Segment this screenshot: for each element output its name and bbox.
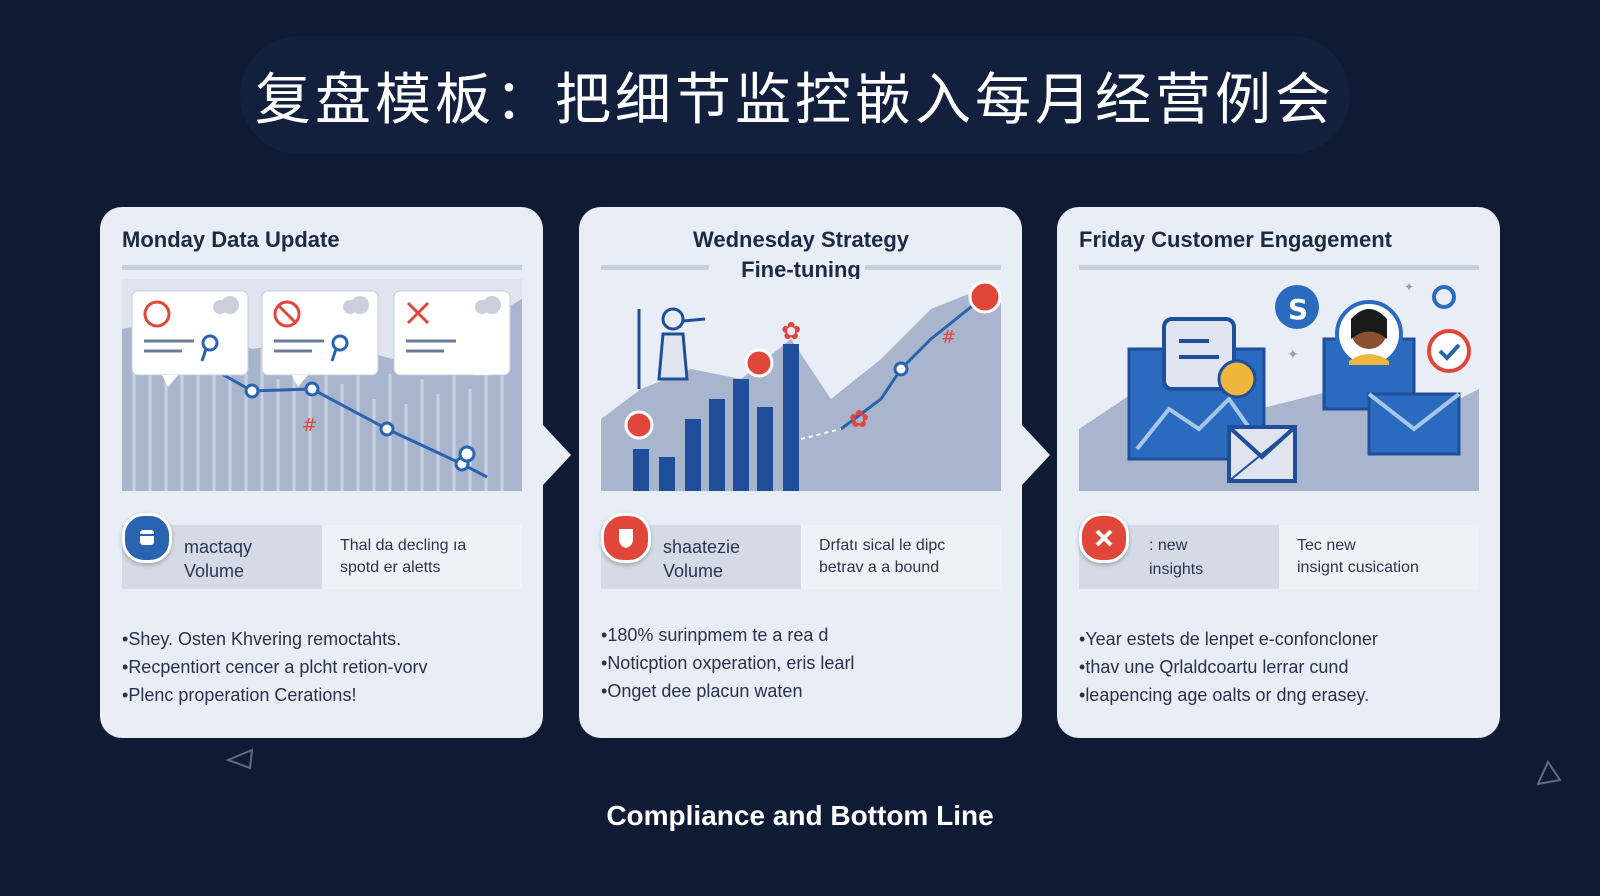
strategy-illustration: ✿ ✿ # (601, 279, 1002, 491)
card-wednesday: Wednesday Strategy Fine-tuning (579, 207, 1022, 738)
title-banner: 复盘模板：把细节监控嵌入每月经营例会 (240, 36, 1350, 154)
page-title: 复盘模板：把细节监控嵌入每月经营例会 (255, 67, 1335, 133)
svg-text:✿: ✿ (781, 317, 801, 345)
metric-row: : new insights Tec new insignt cusicatio… (1079, 513, 1479, 589)
flow-arrow-icon (543, 425, 571, 485)
card-title: Wednesday Strategy Fine-tuning (601, 227, 1001, 283)
metric-desc-cell: Thal da decling ıa spotd er aletts (322, 525, 522, 589)
metric-desc: Tec new (1297, 537, 1356, 554)
metric-desc-2: insignt cusication (1297, 559, 1419, 576)
card-title: Friday Customer Engagement (1079, 227, 1392, 252)
card-title: Monday Data Update (122, 227, 340, 252)
metric-label: : new (1149, 537, 1188, 554)
bullet-list: Year estets de lenpet e-confoncloner tha… (1079, 625, 1484, 709)
metric-desc-2: spotd er aletts (340, 559, 441, 576)
metric-desc-cell: Drfatı sical le dipc betrav a a bound (801, 525, 1001, 589)
header-divider-left (601, 265, 709, 270)
metric-label: mactaqy (184, 537, 253, 557)
bullet-item: leapencing age oalts or dng erasey. (1079, 681, 1484, 709)
metric-label: shaatezie (663, 537, 741, 557)
svg-text:#: # (941, 327, 956, 348)
flow-arrow-icon (1022, 425, 1050, 485)
svg-text:S: S (1288, 293, 1308, 326)
header-divider (122, 265, 522, 270)
bullet-item: 180% surinpmem te a rea d (601, 621, 1006, 649)
svg-text:✦: ✦ (1404, 280, 1414, 294)
metric-sublabel: Volume (663, 561, 724, 581)
metric-desc: Drfatı sical le dipc (819, 537, 946, 554)
metric-desc-2: betrav a a bound (819, 559, 940, 576)
card-title-line1: Wednesday Strategy (692, 227, 909, 252)
svg-text:✿: ✿ (849, 405, 869, 433)
bullet-list: 180% surinpmem te a rea d Noticption oxp… (601, 621, 1006, 705)
bullet-item: Noticption oxperation, eris learl (601, 649, 1006, 677)
metric-row: mactaqy Volume Thal da decling ıa spotd … (122, 513, 522, 589)
metric-sublabel: Volume (184, 561, 245, 581)
bullet-item: Year estets de lenpet e-confoncloner (1079, 625, 1484, 653)
card-friday: Friday Customer Engagement S (1057, 207, 1500, 738)
data-update-illustration: # (122, 279, 522, 491)
database-icon (122, 513, 172, 563)
bullet-item: Onget dee placun waten (601, 677, 1006, 705)
shield-icon (601, 513, 651, 563)
header-divider-right (865, 265, 1001, 270)
close-icon (1079, 513, 1129, 563)
metric-row: shaatezie Volume Drfatı sical le dipc be… (601, 513, 1001, 589)
triangle-decoration-icon (226, 748, 254, 770)
bullet-item: Recpentiort cencer a plcht retion-vorv (122, 653, 527, 681)
bullet-item: thav une Qrlaldcoartu lerrar cund (1079, 653, 1484, 681)
bullet-item: Shey. Osten Khvering remoctahts. (122, 625, 527, 653)
card-monday: Monday Data Update (100, 207, 543, 738)
engagement-illustration: S ✦ ✦ (1079, 279, 1479, 491)
metric-sublabel: insights (1149, 561, 1204, 578)
card-title-line2: Fine-tuning (741, 257, 861, 282)
metric-desc: Thal da decling ıa (340, 537, 467, 554)
bullet-list: Shey. Osten Khvering remoctahts. Recpent… (122, 625, 527, 709)
svg-text:✦: ✦ (1287, 347, 1299, 363)
metric-desc-cell: Tec new insignt cusication (1279, 525, 1479, 589)
header-divider (1079, 265, 1479, 270)
triangle-decoration-icon (1536, 759, 1562, 786)
footer-caption: Compliance and Bottom Line (606, 800, 994, 831)
svg-text:#: # (302, 415, 317, 436)
bullet-item: Plenc properation Cerations! (122, 681, 527, 709)
